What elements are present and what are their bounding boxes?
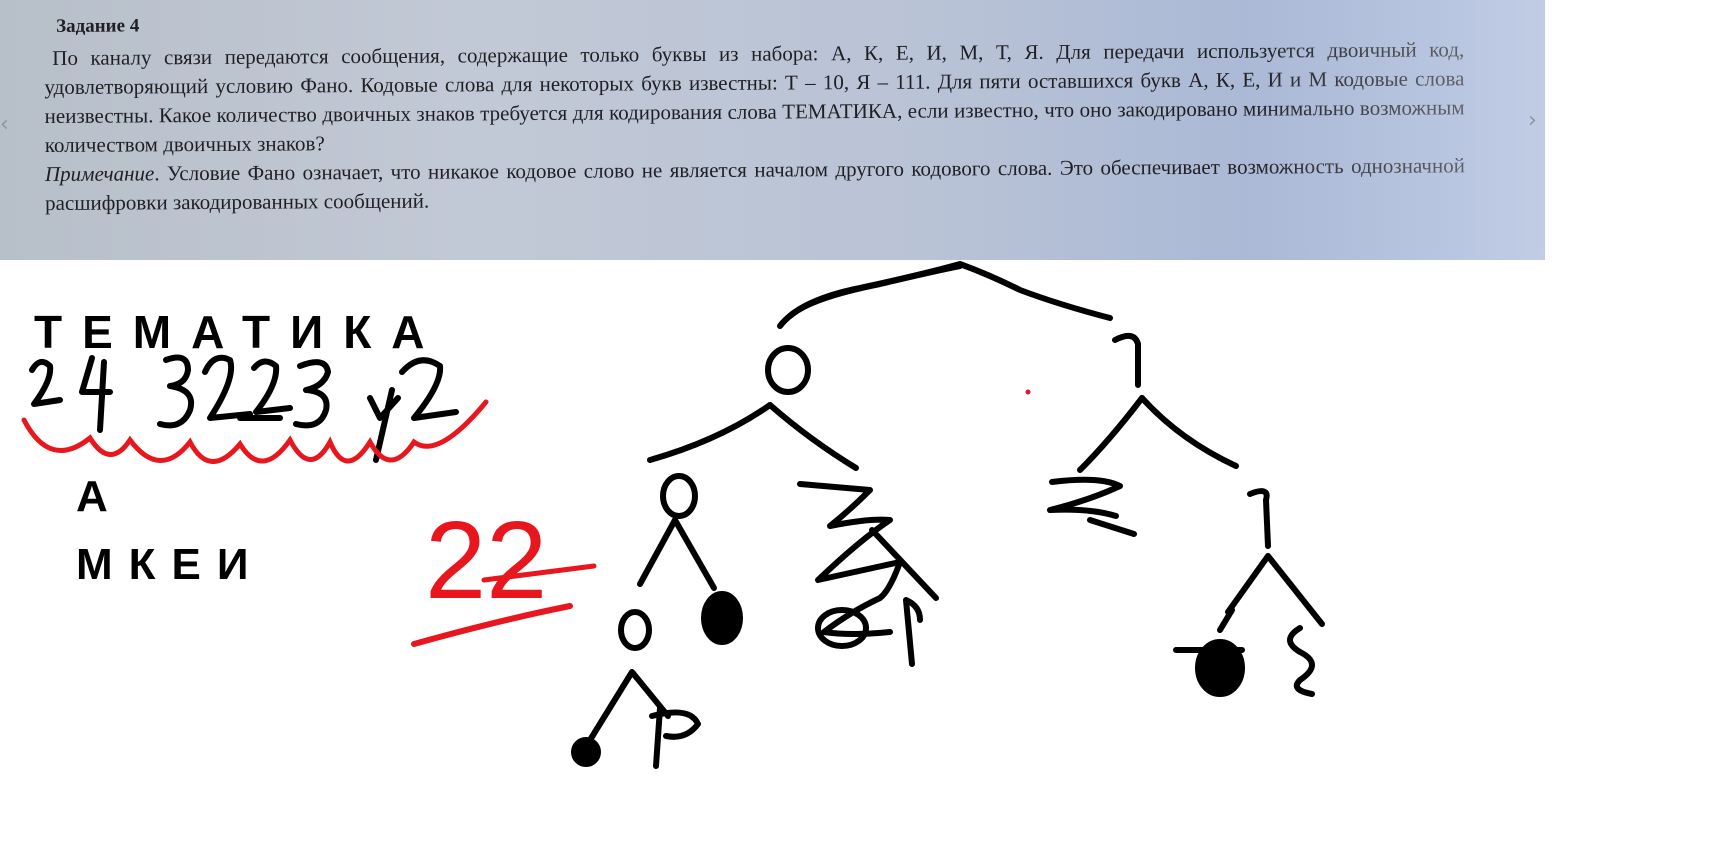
task-photo: Задание 4 По каналу связи передаются соо… <box>0 0 1545 260</box>
fano-code-tree <box>571 261 1325 769</box>
answer-number: 22 <box>425 499 547 622</box>
node-0 <box>765 345 811 395</box>
photo-glare <box>1245 0 1545 260</box>
right-arrow-icon: › <box>1528 108 1537 133</box>
answer-underline <box>411 603 573 647</box>
remaining-letters-label: МКЕИ <box>76 540 265 589</box>
left-arrow-icon: ‹ <box>0 112 9 137</box>
node-010 <box>815 607 869 649</box>
red-dot <box>1025 389 1031 395</box>
node-00 <box>660 473 698 519</box>
grouping-curve <box>21 399 489 464</box>
root-right-label: 1 <box>1130 381 1131 383</box>
handwritten-word: ТЕМАТИКА <box>34 306 445 358</box>
code-lengths-digits <box>29 354 459 463</box>
answer-stroke <box>481 563 597 583</box>
node-000 <box>618 609 652 651</box>
letter-a-label: А <box>76 472 108 521</box>
